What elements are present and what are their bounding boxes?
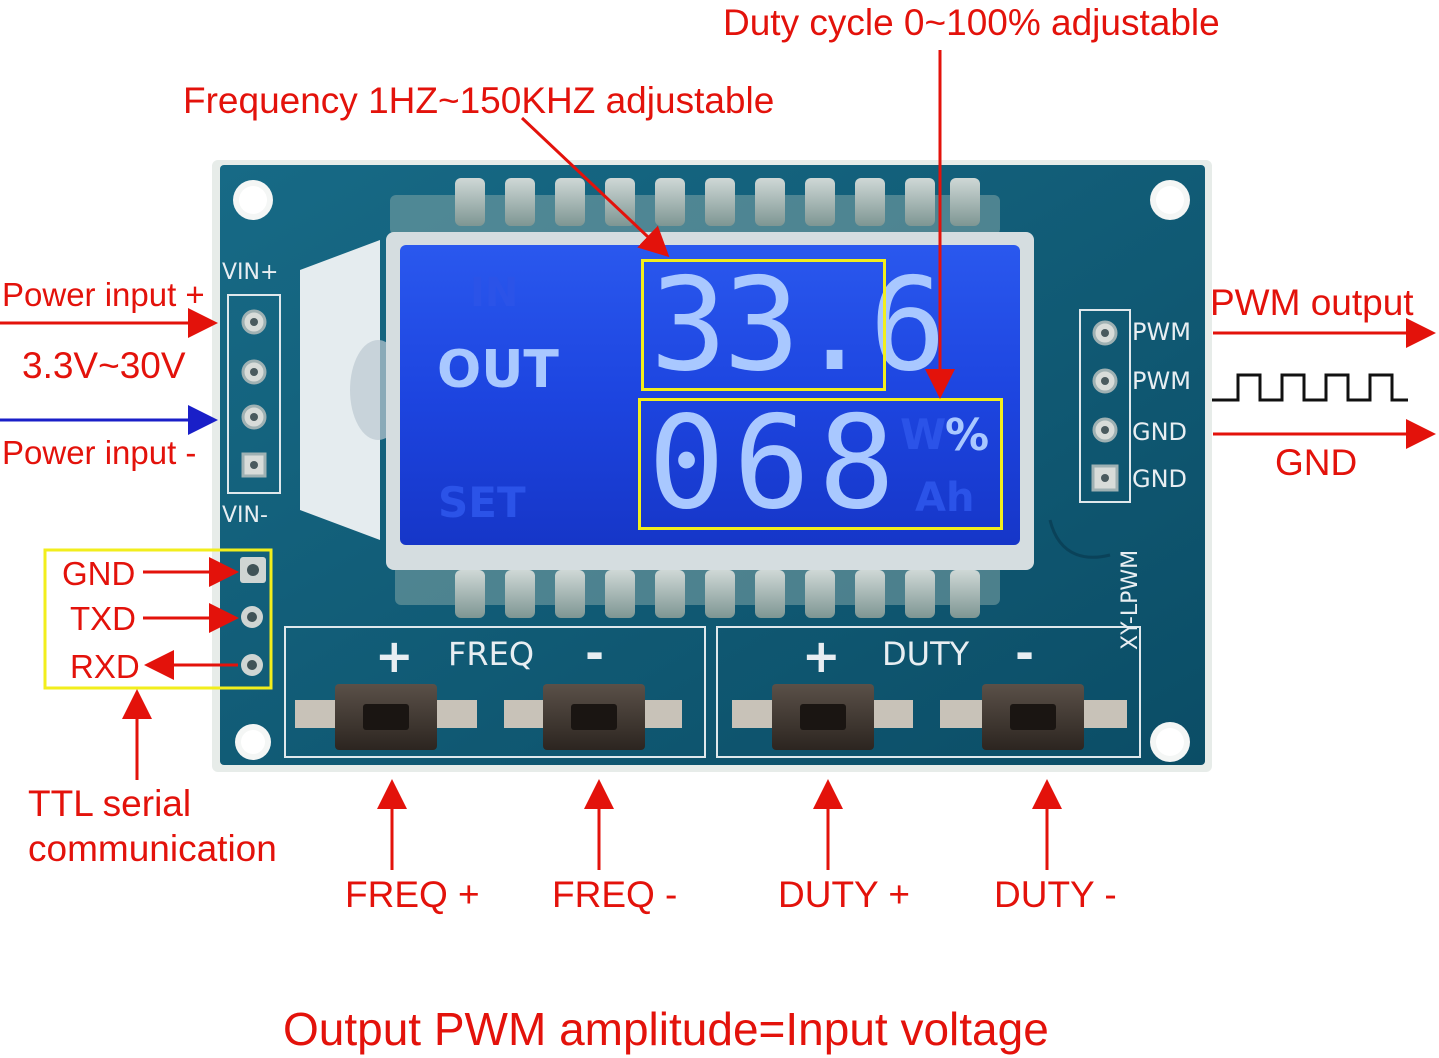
duty-minus-silk: - — [1015, 626, 1035, 680]
lcd-duty-value: 068 — [648, 389, 904, 538]
lcd-ghost-ah: Ah — [915, 475, 975, 521]
voltage-range-annotation: 3.3V~30V — [22, 345, 186, 386]
freq-minus-button — [504, 684, 682, 750]
pwm-output-annotation: PWM output — [1210, 282, 1414, 323]
frequency-annotation: Frequency 1HZ~150KHZ adjustable — [183, 80, 775, 121]
out-header-outline — [1079, 309, 1131, 503]
pin-label-vin-plus: VIN+ — [222, 260, 279, 285]
frequency-highlight-box — [641, 259, 886, 391]
ttl-txd-annotation: TXD — [70, 600, 136, 637]
lcd-ghost-set: SET — [438, 478, 526, 527]
lcd-bottom-pins — [395, 565, 1000, 618]
freq-plus-silk: + — [375, 629, 414, 683]
freq-plus-button — [295, 684, 477, 750]
frequency-arrow — [520, 116, 670, 258]
pin-label-pwm-2: PWM — [1132, 367, 1191, 395]
lcd-top-pins — [390, 178, 1000, 235]
duty-plus-button — [732, 684, 913, 750]
vin-header-outline — [227, 294, 281, 494]
duty-highlight-box — [638, 398, 1003, 530]
ttl-serial-line1: TTL serial — [28, 783, 192, 824]
duty-plus-annotation: DUTY + — [778, 874, 910, 915]
pin-label-pwm-1: PWM — [1132, 318, 1191, 346]
freq-minus-annotation: FREQ - — [552, 874, 678, 915]
lcd-duty-unit: % — [945, 410, 990, 461]
ttl-highlight-box — [43, 548, 273, 690]
freq-plus-annotation: FREQ + — [345, 874, 480, 915]
gnd-output-annotation: GND — [1275, 442, 1358, 483]
duty-minus-annotation: DUTY - — [994, 874, 1117, 915]
pin-label-gnd-2: GND — [1132, 465, 1188, 493]
mounting-hole-icon — [233, 180, 1190, 762]
freq-silk-label: FREQ — [448, 635, 535, 673]
duty-group-outline — [716, 626, 1141, 758]
ttl-pins — [240, 557, 266, 676]
lcd-frequency-value: 33.6 — [650, 251, 946, 400]
ttl-rxd-annotation: RXD — [70, 648, 140, 685]
freq-group-outline — [284, 626, 706, 758]
duty-plus-silk: + — [802, 629, 841, 683]
lcd-ghost-w: W — [900, 410, 947, 459]
lcd-mode-label: OUT — [437, 340, 559, 400]
ttl-serial-line2: communication — [28, 828, 277, 869]
duty-minus-button — [940, 684, 1127, 750]
duty-cycle-annotation: Duty cycle 0~100% adjustable — [723, 2, 1220, 43]
lcd-ghost-in: IN — [470, 270, 519, 316]
lcd-screen — [400, 245, 1020, 545]
out-pins — [1091, 320, 1119, 492]
freq-minus-silk: - — [585, 626, 605, 680]
lcd-light-guide — [300, 240, 380, 540]
vin-pins — [241, 309, 267, 478]
pin-label-vin-minus: VIN- — [222, 503, 268, 528]
power-minus-annotation: Power input - — [2, 434, 197, 471]
ttl-gnd-annotation: GND — [62, 555, 136, 592]
duty-silk-label: DUTY — [882, 635, 970, 673]
square-wave-icon — [1212, 373, 1408, 402]
pin-label-gnd-1: GND — [1132, 418, 1188, 446]
footer-annotation: Output PWM amplitude=Input voltage — [283, 1003, 1049, 1055]
power-plus-annotation: Power input + — [2, 276, 205, 313]
